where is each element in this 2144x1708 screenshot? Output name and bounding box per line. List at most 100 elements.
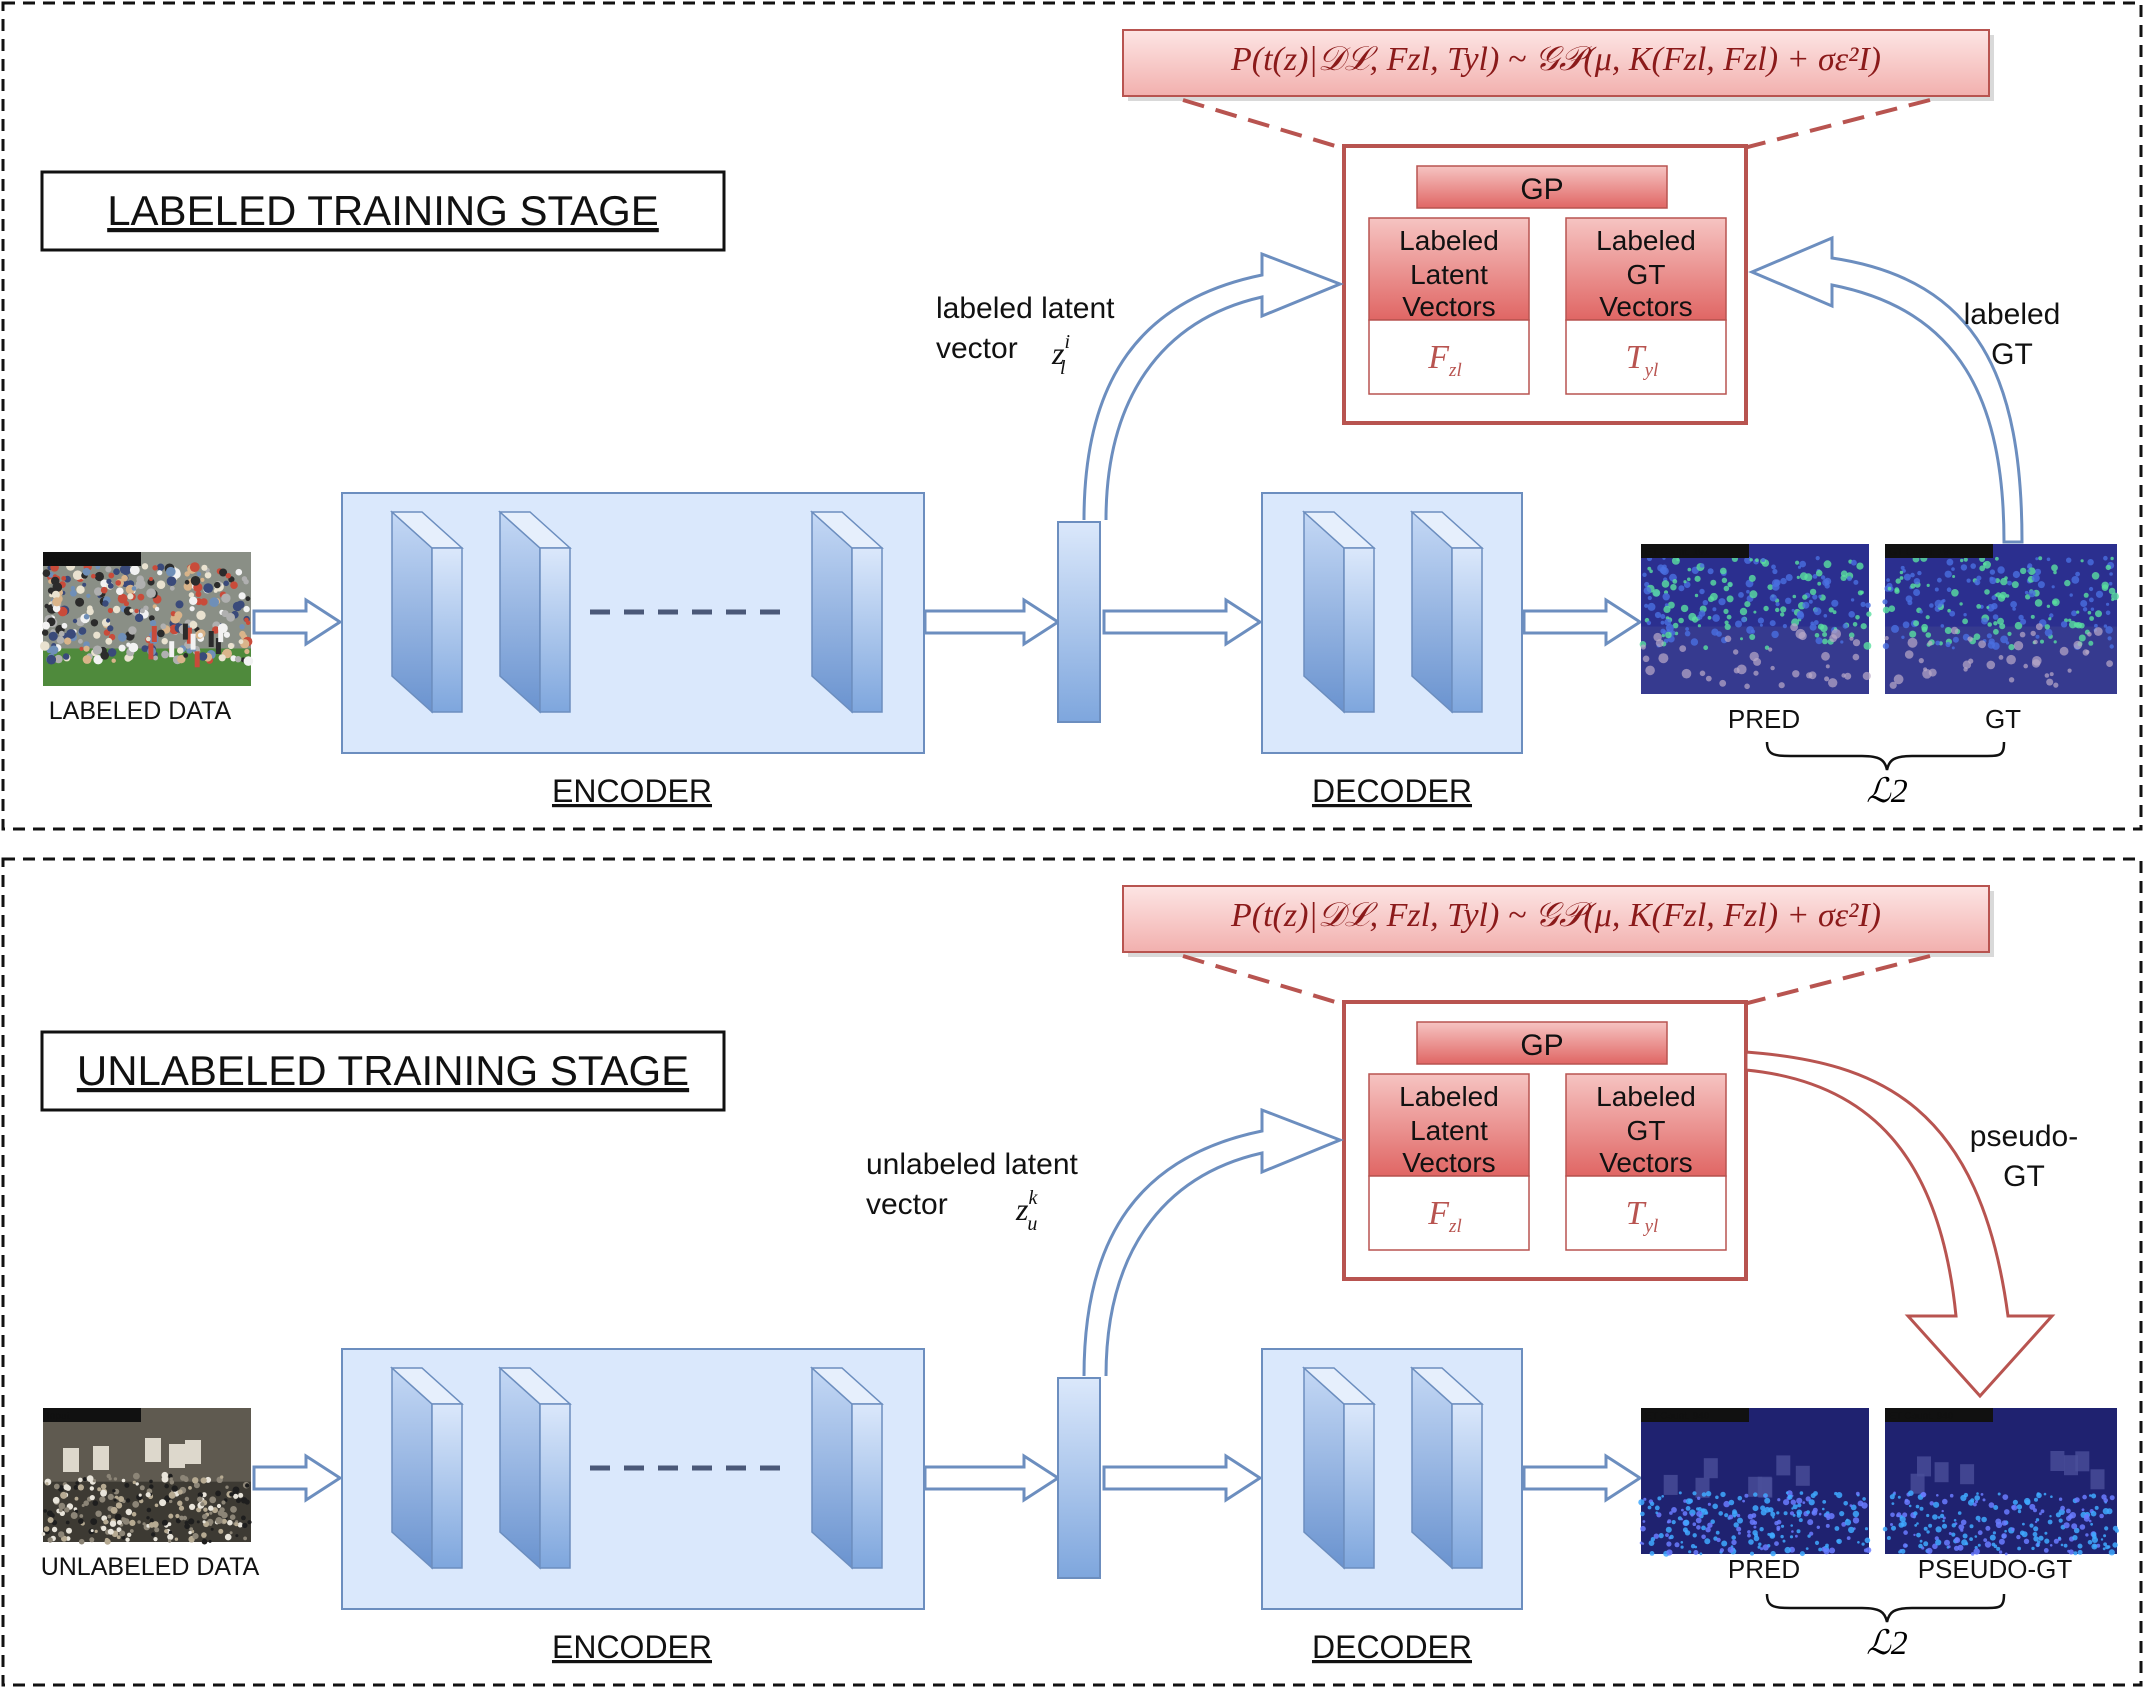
stage-title-box (40, 1030, 726, 1112)
gt-density-map-count: ET Count: 940 (1889, 1411, 1954, 1422)
gp-right-symbol-symbol: T (1626, 1195, 1647, 1232)
gp-formula: P(t(z)|𝒟ℒ, Fzl, Tyl) ~ 𝒢𝒫(μ, K(Fzl, Fzl)… (1122, 885, 1994, 957)
arrow-input-to-encoder (252, 1453, 343, 1503)
loss-label: ℒ2 (1866, 1625, 1908, 1662)
gp-right-header (1565, 1073, 1727, 1177)
gp-block: GPLabeledLatentVectorsFzlLabeledGTVector… (1342, 144, 1748, 425)
latent-label-line1: labeled latent (936, 292, 1115, 325)
gp-right-symbol: Tyl (1626, 339, 1659, 381)
gp-right-line1: Labeled (1596, 225, 1696, 256)
side-label-line1: pseudo- (1970, 1120, 2078, 1153)
decoder-layer-1 (1302, 1366, 1376, 1570)
encoder-label: ENCODER (552, 1629, 712, 1665)
input-tag: Input (47, 1411, 69, 1422)
latent-label-line2: vector (936, 332, 1018, 365)
gt-to-gp-arrow (1748, 235, 2024, 544)
gp-left-line3: Vectors (1402, 1147, 1495, 1178)
input-data-label: LABELED DATA (49, 697, 232, 725)
arrow-decoder-to-output (1522, 1453, 1643, 1503)
gp-left-symbol-subscript: zl (1448, 1216, 1462, 1237)
stage-frame (1, 857, 2143, 1687)
decoder-frame (1261, 492, 1523, 754)
encoder-layer-1 (390, 510, 464, 714)
pred-density-map: ET Count: 191 (1639, 544, 1872, 694)
encoder-layer-1 (390, 1366, 464, 1570)
latent-symbol-sub: u (1027, 1213, 1037, 1235)
decoder-layer-2 (1410, 510, 1484, 714)
latent-symbol-sup: i (1064, 331, 1070, 353)
latent-to-gp-arrow (1082, 1107, 1345, 1377)
stage-title: UNLABELED TRAINING STAGE (77, 1047, 689, 1094)
pred-density-map-count: ET Count: 191 (1645, 547, 1710, 558)
pred-label: PRED (1728, 1554, 1800, 1584)
gt-label: GT (1985, 704, 2021, 734)
gp-block: GPLabeledLatentVectorsFzlLabeledGTVector… (1342, 1000, 1748, 1281)
pred-density-map: ET Count: 940 (1638, 1408, 1872, 1557)
decoder-frame (1261, 1348, 1523, 1610)
latent-vector (1057, 1377, 1101, 1579)
gt-density-map-count-background (1885, 1408, 1993, 1422)
encoder-layer-2 (498, 510, 572, 714)
formula-connector-right (1743, 98, 1931, 150)
latent-symbol-sup: k (1028, 1187, 1038, 1209)
gt-density-map-count-background (1885, 544, 1993, 558)
encoder-block (341, 1348, 925, 1610)
pred-density-map-count: ET Count: 940 (1645, 1411, 1710, 1422)
gp-right-line2: GT (1627, 1115, 1666, 1146)
arrow-encoder-to-latent (923, 1453, 1061, 1503)
gp-left-symbol: Fzl (1427, 1195, 1461, 1237)
latent-symbol-base: z (1015, 1191, 1029, 1227)
gp-left-line2: Latent (1410, 259, 1488, 290)
gp-label: GP (1520, 1029, 1563, 1062)
pred-label: PRED (1728, 704, 1800, 734)
gt-density-map: ET Count: 940 (1882, 1408, 2119, 1556)
gp-left-line3: Vectors (1402, 291, 1495, 322)
formula-connector-left (1182, 98, 1343, 150)
gp-left-symbol-symbol: F (1427, 1195, 1450, 1232)
gp-right-symbol-subscript: yl (1643, 1216, 1659, 1237)
latent-vector (1057, 521, 1101, 723)
gp-left-symbol: Fzl (1427, 339, 1461, 381)
encoder-layer-n (810, 1366, 884, 1570)
gp-right-line2: GT (1627, 259, 1666, 290)
gp-left-cell (1368, 319, 1530, 395)
stage-title: LABELED TRAINING STAGE (107, 187, 659, 234)
gp-left-line1: Labeled (1399, 1081, 1499, 1112)
gp-right-cell (1565, 1175, 1727, 1251)
side-label-line2: GT (2003, 1160, 2045, 1193)
arrow-decoder-to-output (1522, 597, 1643, 647)
pred-density-map-count-background (1641, 1408, 1749, 1422)
latent-symbol-base: z (1051, 335, 1065, 371)
decoder-label: DECODER (1312, 1629, 1472, 1665)
loss-brace (1765, 1593, 2006, 1623)
loss-label: ℒ2 (1866, 773, 1908, 810)
encoder-layer-2 (498, 1366, 572, 1570)
gp-right-line3: Vectors (1599, 1147, 1692, 1178)
gp-formula-box (1122, 885, 1990, 953)
gp-right-line3: Vectors (1599, 291, 1692, 322)
latent-label-line1: unlabeled latent (866, 1148, 1079, 1181)
gp-right-symbol-subscript: yl (1643, 360, 1659, 381)
gp-right-line1: Labeled (1596, 1081, 1696, 1112)
stage-frame (1, 1, 2143, 831)
decoder-layer-2 (1410, 1366, 1484, 1570)
gp-right-symbol: Tyl (1626, 1195, 1659, 1237)
gp-left-line1: Labeled (1399, 225, 1499, 256)
latent-label-line2: vector (866, 1188, 948, 1221)
gp-formula: P(t(z)|𝒟ℒ, Fzl, Tyl) ~ 𝒢𝒫(μ, K(Fzl, Fzl)… (1122, 29, 1994, 101)
input-tag-background (43, 552, 141, 566)
gp-formula-box (1122, 29, 1990, 97)
encoder-layer-n (810, 510, 884, 714)
gp-formula-text: P(t(z)|𝒟ℒ, Fzl, Tyl) ~ 𝒢𝒫(μ, K(Fzl, Fzl)… (1230, 41, 1881, 78)
latent-to-gp-arrow (1082, 251, 1345, 521)
gp-formula-text: P(t(z)|𝒟ℒ, Fzl, Tyl) ~ 𝒢𝒫(μ, K(Fzl, Fzl)… (1230, 897, 1881, 934)
pred-density-map-count-background (1641, 544, 1749, 558)
loss-brace (1765, 741, 2006, 771)
gp-to-pseudo-gt-arrow (1744, 1050, 2056, 1399)
latent-symbol-sub: l (1060, 357, 1066, 379)
arrow-input-to-encoder (252, 597, 343, 647)
